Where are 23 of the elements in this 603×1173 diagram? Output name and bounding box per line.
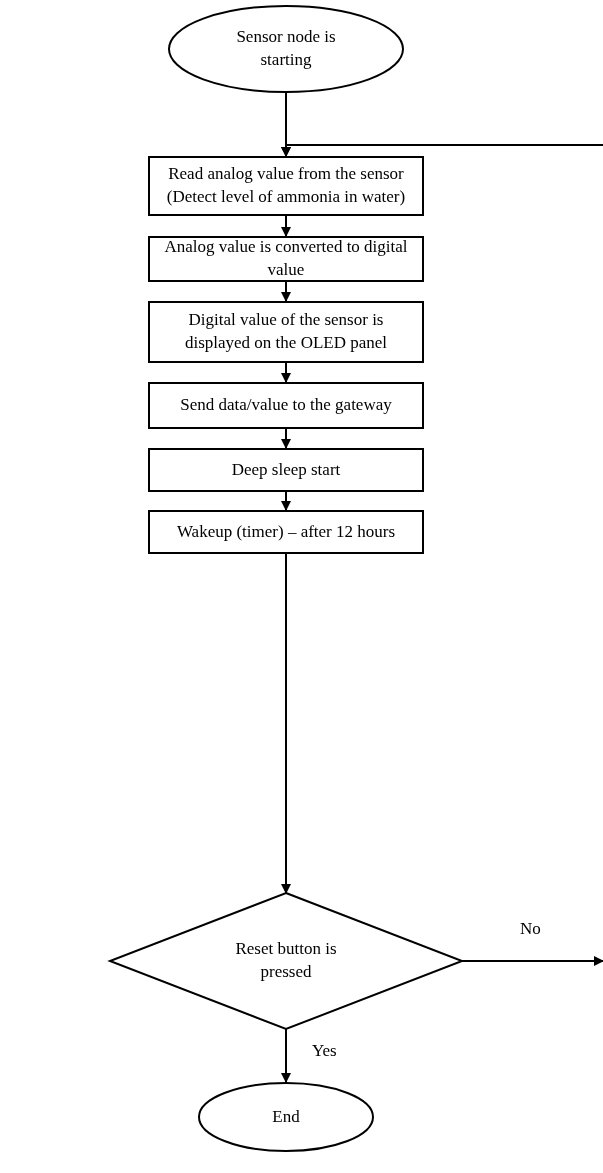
- node-text: Read analog value from the sensor (Detect level of ammonia in water): [165, 163, 407, 208]
- arrow: [461, 956, 603, 966]
- node-text: Send data/value to the gateway: [180, 394, 392, 417]
- arrow: [281, 362, 291, 383]
- process-box: [148, 301, 424, 363]
- node-text: Wakeup (timer) – after 12 hours: [176, 520, 396, 543]
- node-text: Sensor node is starting: [235, 26, 337, 71]
- arrow: [281, 491, 291, 511]
- process-box: [148, 382, 424, 429]
- node-text: Reset button is pressed: [234, 938, 338, 983]
- arrow: [281, 144, 603, 157]
- process-box: [148, 156, 424, 216]
- arrow: [281, 215, 291, 237]
- node-text: Deep sleep start: [231, 458, 341, 481]
- node-text: Digital value of the sensor is displayed on the OLED panel: [183, 309, 389, 354]
- node-text: End: [272, 1105, 300, 1128]
- arrow: [281, 428, 291, 449]
- process-box: [148, 510, 424, 554]
- arrow: [281, 1028, 291, 1083]
- process-box: [148, 448, 424, 492]
- arrow: [281, 553, 291, 894]
- arrow: [281, 281, 291, 302]
- node-text: Analog value is converted to digital value: [163, 236, 409, 281]
